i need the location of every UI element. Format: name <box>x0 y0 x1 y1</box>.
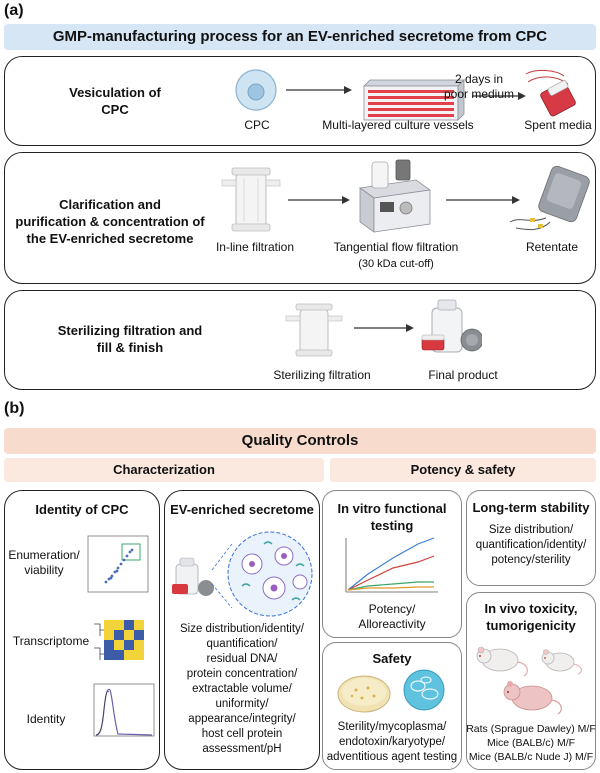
vesiculation-illustration <box>235 69 576 121</box>
sterilizing-filter-icon <box>285 303 343 357</box>
identity-histogram <box>93 683 155 737</box>
spent-media-bag-icon <box>525 69 576 117</box>
safety-tests: Sterility/mycoplasma/ endotoxin/karyotyp… <box>326 721 458 763</box>
characterization-banner: Characterization <box>4 458 324 482</box>
culture-vessels-icon <box>363 79 465 121</box>
tff-caption: Tangential flow filtration (30 kDa cut-o… <box>333 240 459 270</box>
transcriptome-label: Transcriptome <box>12 634 90 648</box>
in-vitro-line-plot <box>345 537 438 593</box>
nude-mouse-icon <box>503 681 562 715</box>
potency-safety-banner: Potency & safety <box>330 458 596 482</box>
petri-dish-icon <box>337 675 391 713</box>
in-vivo-title: In vivo toxicity, tumorigenicity <box>484 601 578 633</box>
final-product-vial-icon <box>421 299 482 353</box>
identity-cpc-title: Identity of CPC <box>35 502 129 517</box>
vessels-caption: Multi-layered culture vessels <box>322 118 474 132</box>
cpc-caption: CPC <box>244 118 270 132</box>
sterilizing-illustration <box>285 299 482 357</box>
safety-title: Safety <box>372 651 412 666</box>
transcriptome-heatmap <box>94 620 144 660</box>
inline-filtration-caption: In-line filtration <box>215 240 295 254</box>
safety-illustration <box>337 669 445 713</box>
quality-controls-banner: Quality Controls <box>4 428 596 454</box>
clarification-illustration <box>221 159 590 233</box>
sterilizing-filtration-caption: Sterilizing filtration <box>273 368 371 382</box>
vesiculation-box <box>4 56 596 146</box>
long-term-title: Long-term stability <box>472 500 590 515</box>
in-vivo-illustration <box>476 646 583 715</box>
arrow-caption: 2 days in poor medium <box>443 72 515 101</box>
mouse-icon <box>541 649 583 675</box>
ev-illustration <box>172 531 313 617</box>
in-vitro-title: In vitro functional testing <box>337 501 447 533</box>
vial-icon <box>172 557 214 596</box>
flow-cytometry-plot <box>87 535 149 593</box>
vesiculation-title: Vesiculation of CPC <box>69 85 161 117</box>
in-vitro-box <box>322 490 462 638</box>
long-term-tests: Size distribution/ quantification/identi… <box>475 524 587 566</box>
ev-secretome-box <box>164 490 320 770</box>
inline-filter-icon <box>221 167 281 232</box>
panel-b-label: (b) <box>4 400 25 417</box>
sterilizing-title: Sterilizing filtration and fill & finish <box>57 323 203 355</box>
retentate-bag-icon <box>509 165 590 231</box>
spent-media-caption: Spent media <box>524 118 592 132</box>
enumeration-label: Enumeration/ viability <box>8 548 80 577</box>
rat-icon <box>476 646 528 677</box>
in-vivo-box <box>466 592 596 770</box>
cells-icon <box>403 669 445 711</box>
retentate-caption: Retentate <box>525 240 579 254</box>
panel-a-label: (a) <box>4 2 24 19</box>
ev-secretome-title: EV-enriched secretome <box>170 502 314 517</box>
clarification-title: Clarification and purification & concent… <box>15 197 205 246</box>
identity-label: Identity <box>26 712 66 726</box>
long-term-box <box>466 490 596 586</box>
tff-machine-icon <box>358 159 432 233</box>
clarification-box <box>4 152 596 284</box>
final-product-caption: Final product <box>428 368 498 382</box>
gmp-banner: GMP-manufacturing process for an EV-enri… <box>4 24 596 50</box>
ev-secretome-tests: Size distribution/identity/ quantificati… <box>179 623 304 755</box>
in-vivo-models: Rats (Sprague Dawley) M/F Mice (BALB/c) … <box>466 723 596 763</box>
in-vitro-caption: Potency/ Alloreactivity <box>358 602 426 631</box>
